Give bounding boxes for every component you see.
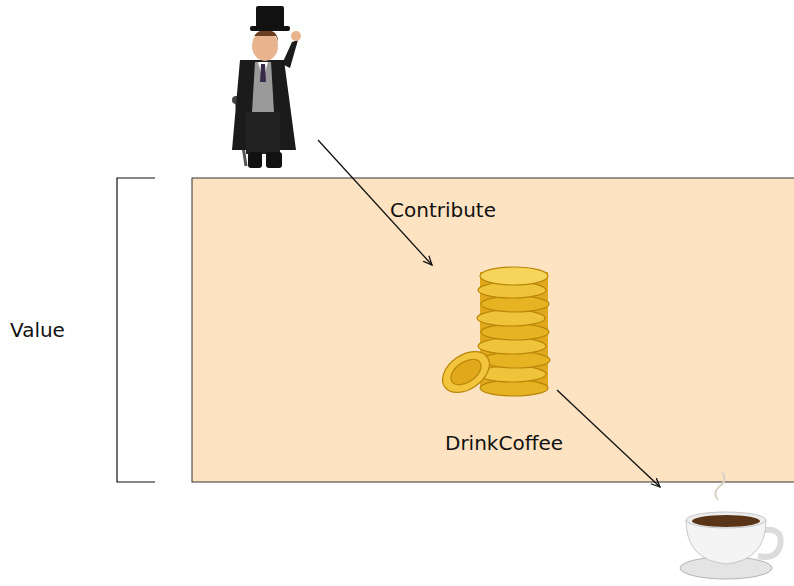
text-label: DrinkCoffee (445, 431, 563, 455)
bracket (117, 178, 155, 482)
arrow (557, 390, 660, 487)
gentleman-figure (232, 6, 301, 168)
coin-stack (435, 267, 550, 401)
text-label: Value (10, 318, 65, 342)
coffee-cup (680, 472, 781, 579)
value-band (192, 178, 794, 482)
text-label: Contribute (390, 198, 496, 222)
